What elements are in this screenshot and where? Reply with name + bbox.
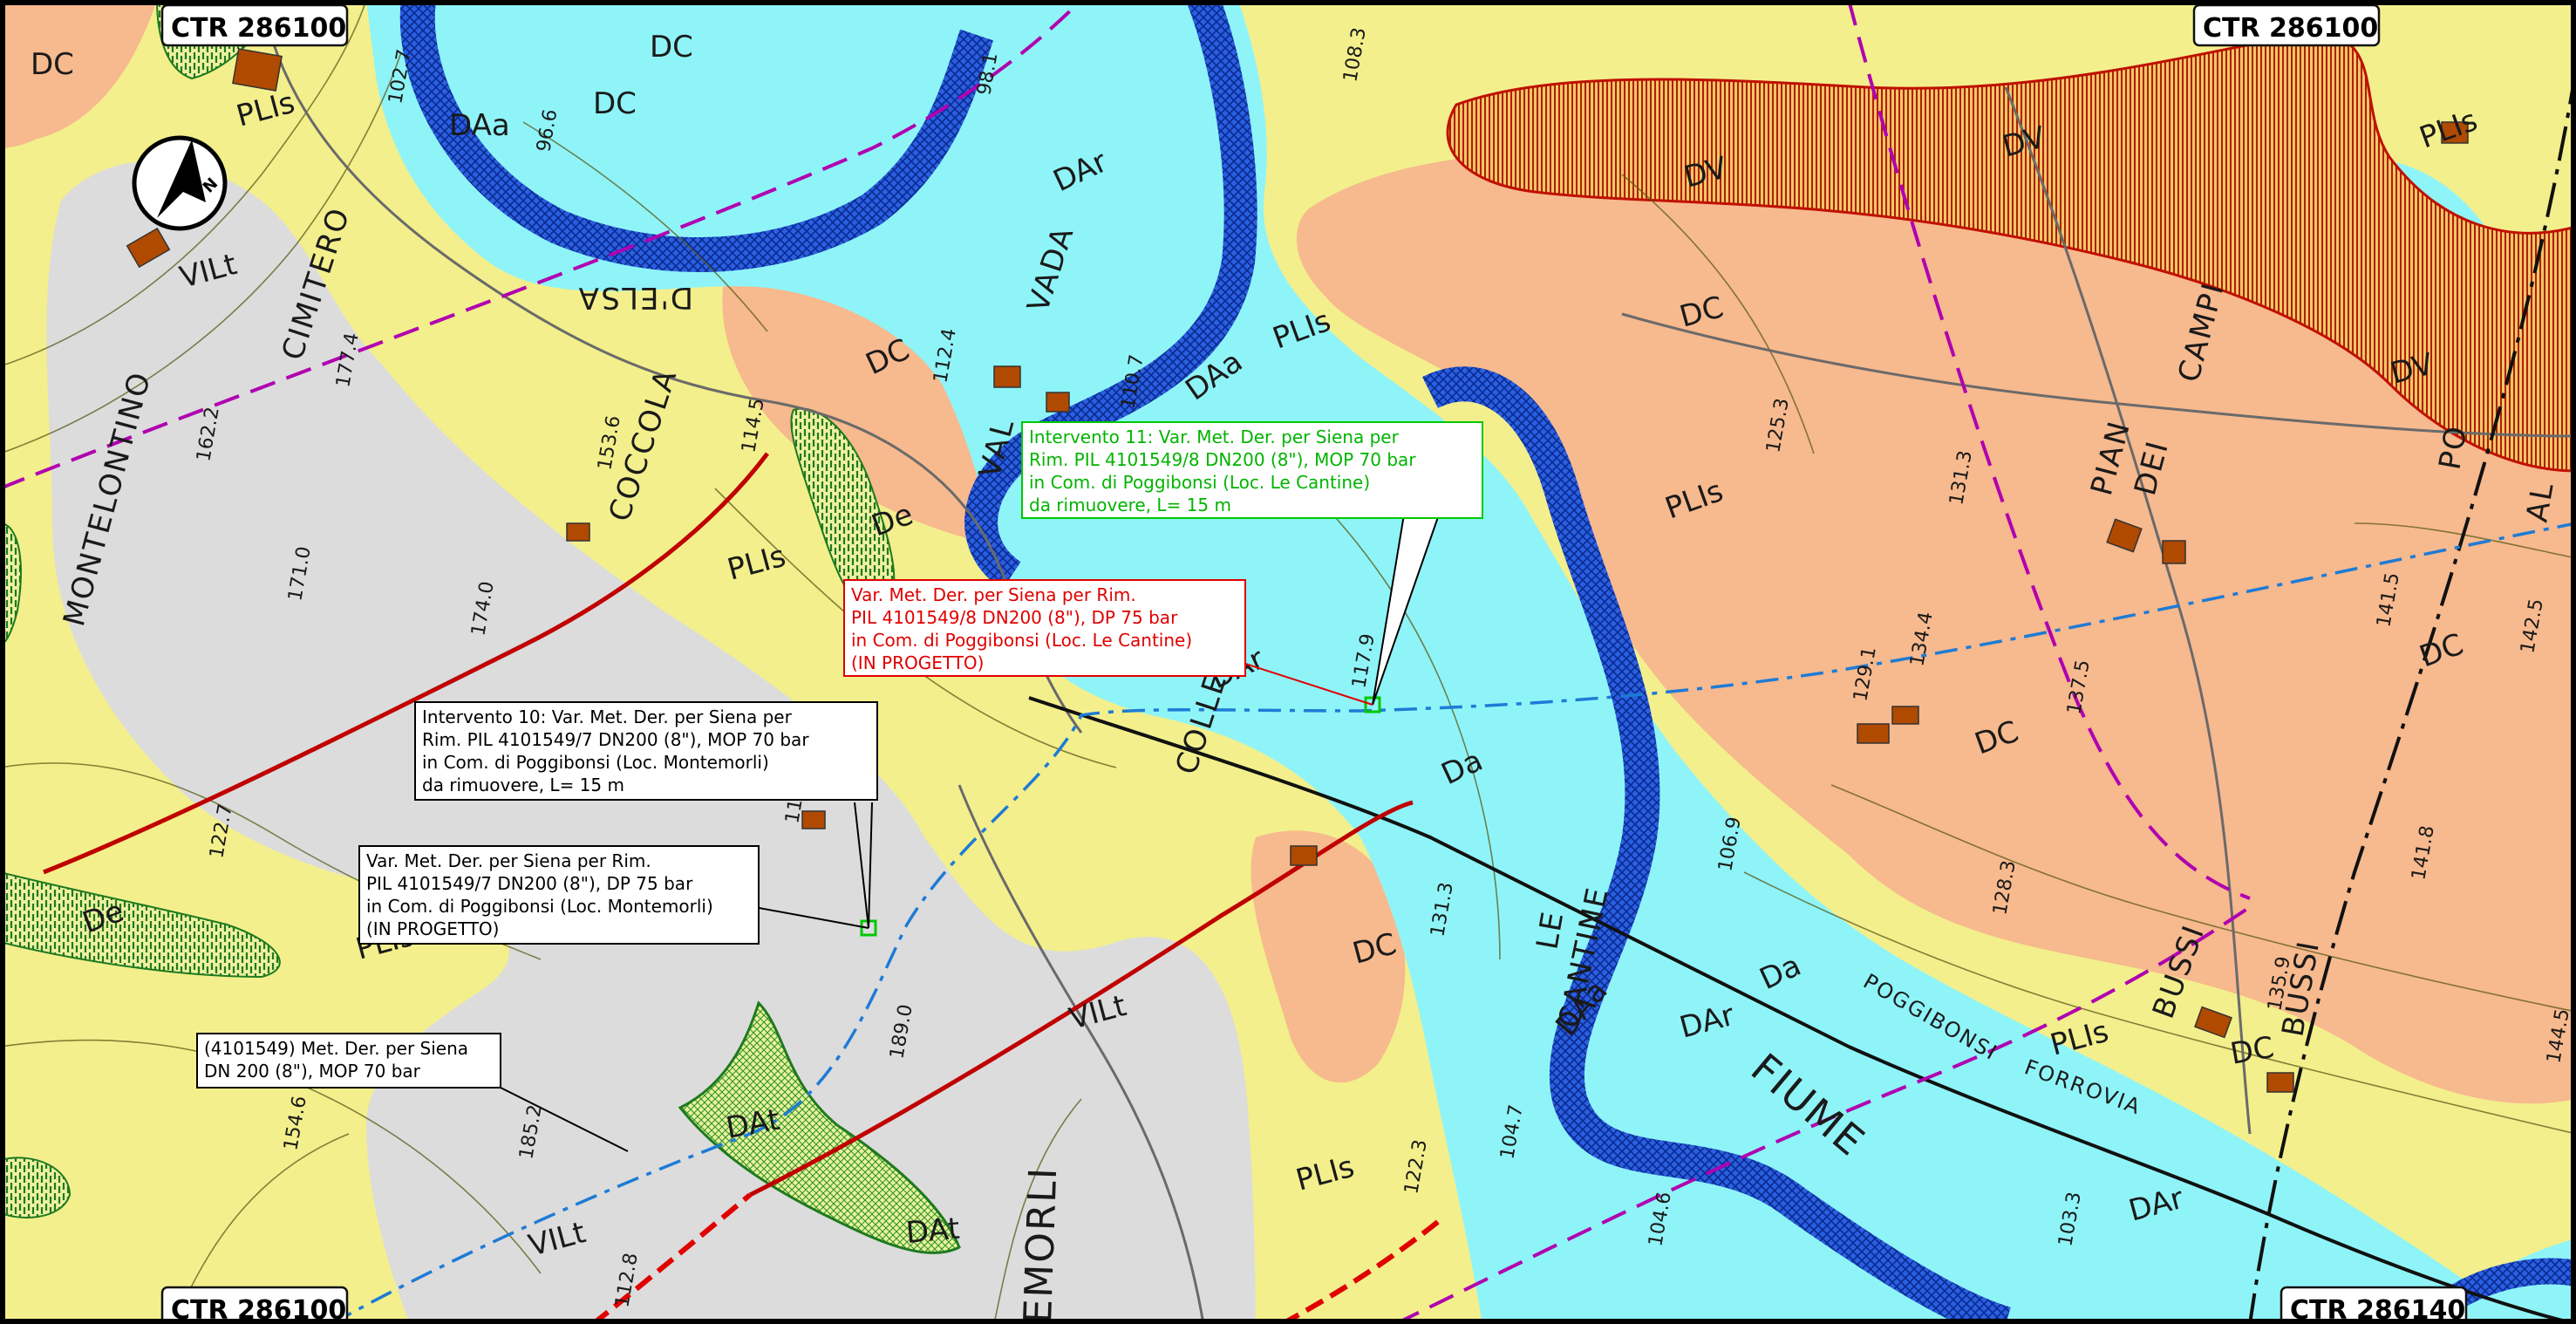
ctr-label-top-left: CTR 286100 — [160, 3, 349, 47]
dv-band — [1446, 32, 2576, 473]
callout-line: Rim. PIL 4101549/7 DN200 (8"), MOP 70 ba… — [422, 729, 809, 750]
callout-leaders — [487, 514, 1440, 1152]
callout-existing-pipeline: (4101549) Met. Der. per Siena DN 200 (8"… — [196, 1033, 501, 1089]
unit-label: DAt — [904, 1211, 961, 1251]
ctr-label-bottom-left: CTR 286100 — [160, 1286, 349, 1324]
callout-line: Var. Met. Der. per Siena per Rim. — [851, 584, 1136, 605]
unit-label: DC — [31, 47, 74, 82]
blue-dashdot-line — [331, 522, 2576, 1324]
callout-var-7: Var. Met. Der. per Siena per Rim. PIL 41… — [358, 845, 760, 945]
callout-line: in Com. di Poggibonsi (Loc. Le Cantine) — [851, 630, 1192, 651]
callout-line: (IN PROGETTO) — [851, 652, 984, 673]
ctr-label-text: CTR 286100 — [171, 13, 346, 44]
railway — [1028, 696, 2576, 1324]
callout-line: PIL 4101549/8 DN200 (8"), DP 75 bar — [851, 607, 1178, 628]
unit-label: DC — [650, 30, 693, 65]
callout-line: Intervento 11: Var. Met. Der. per Siena … — [1029, 427, 1400, 447]
place-name: AL — [2519, 479, 2560, 524]
place-name: D'ELSA — [577, 280, 693, 315]
de-area-left — [0, 870, 281, 979]
callout-var-8: Var. Met. Der. per Siena per Rim. PIL 41… — [843, 579, 1246, 677]
sheet-boundary-line — [2248, 69, 2576, 1324]
ctr-label-bottom-right: CTR 286140 — [2280, 1286, 2468, 1324]
roads — [260, 0, 2576, 1324]
ctr-label-text: CTR 286100 — [2203, 13, 2378, 44]
place-name: PO — [2432, 422, 2474, 472]
orange-area-lower — [1251, 830, 1406, 1083]
pipeline-planned — [591, 1192, 1441, 1324]
dat-area — [678, 1000, 961, 1254]
main-channel-3 — [1422, 366, 2012, 1324]
callout-line: PIL 4101549/7 DN200 (8"), DP 75 bar — [366, 873, 693, 894]
place-name: LE — [1530, 908, 1571, 952]
callout-line: (IN PROGETTO) — [366, 918, 499, 939]
main-channel-2 — [964, 0, 1257, 590]
orange-area-top-left — [0, 0, 157, 148]
buildings — [126, 48, 2469, 1093]
place-name: EMORLI — [1016, 1165, 1066, 1324]
callout-line: in Com. di Poggibonsi (Loc. Le Cantine) — [1029, 472, 1370, 493]
callout-line: da rimuovere, L= 15 m — [422, 775, 624, 795]
callout-line: DN 200 (8"), MOP 70 bar — [204, 1061, 421, 1082]
callout-line: in Com. di Poggibonsi (Loc. Montemorli) — [422, 752, 769, 773]
north-arrow-icon: N — [132, 135, 228, 231]
de-area-bottom-left — [0, 1157, 72, 1218]
pipeline-existing — [43, 452, 1414, 1198]
callout-line: (4101549) Met. Der. per Siena — [204, 1038, 468, 1059]
unit-label: DAa — [449, 108, 510, 143]
callout-intervento-10: Intervento 10: Var. Met. Der. per Siena … — [414, 701, 878, 801]
river-floodplain — [366, 0, 2529, 1324]
callout-line: Var. Met. Der. per Siena per Rim. — [366, 850, 651, 871]
unit-label: DC — [2228, 1030, 2277, 1072]
callout-intervento-11: Intervento 11: Var. Met. Der. per Siena … — [1021, 421, 1483, 519]
callout-line: Intervento 10: Var. Met. Der. per Siena … — [422, 706, 793, 727]
callout-line: Rim. PIL 4101549/8 DN200 (8"), MOP 70 ba… — [1029, 449, 1416, 470]
purple-boundaries — [0, 0, 2252, 1324]
callout-line: in Com. di Poggibonsi (Loc. Montemorli) — [366, 896, 713, 917]
orange-area-right — [1296, 152, 2576, 1104]
ctr-label-top-right: CTR 286100 — [2192, 3, 2381, 47]
unit-label: DC — [593, 86, 637, 121]
callout-line: da rimuovere, L= 15 m — [1029, 495, 1231, 515]
